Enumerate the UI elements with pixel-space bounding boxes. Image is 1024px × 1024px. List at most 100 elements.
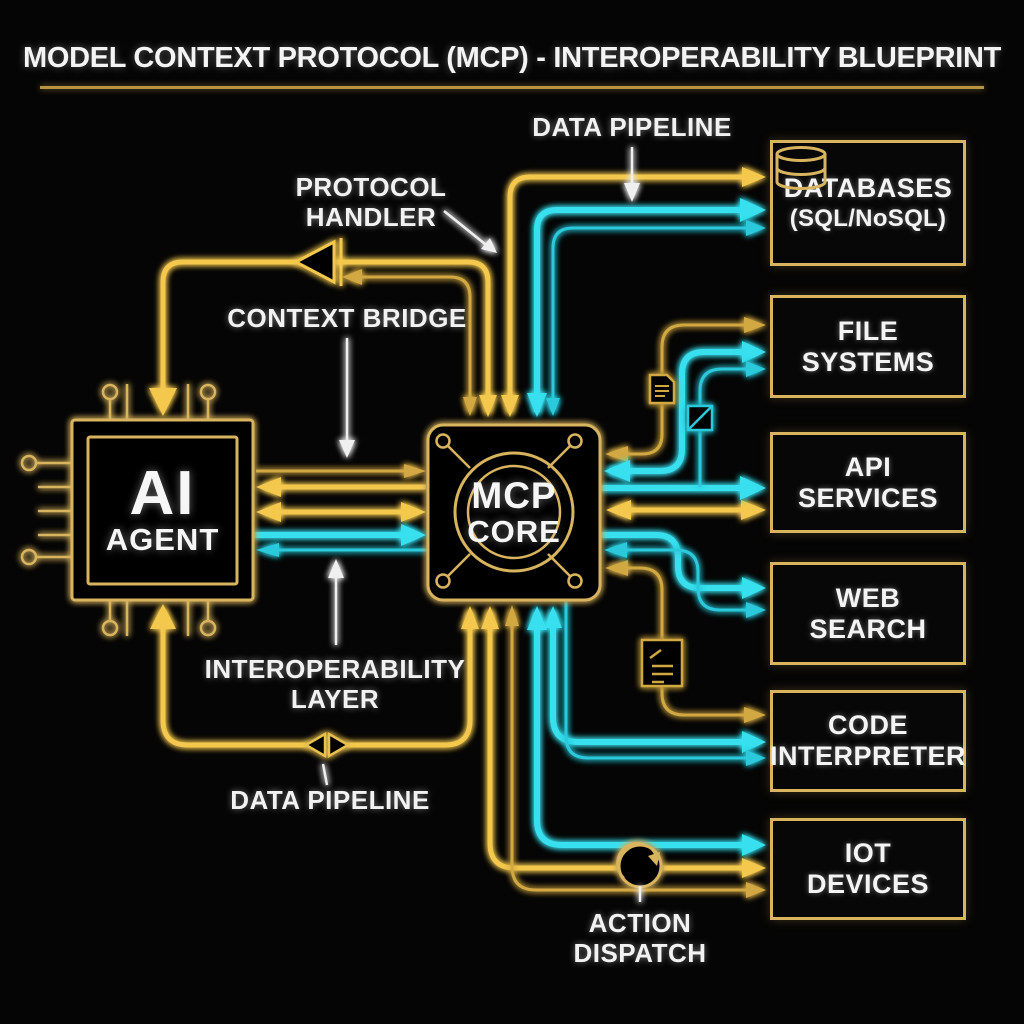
component-icon (686, 404, 714, 432)
arrow-down-icon (463, 397, 477, 416)
arrow-up-icon (328, 559, 344, 578)
white-arrowheads (328, 183, 640, 578)
label-line: DISPATCH (573, 938, 707, 968)
arrow-right-icon (742, 731, 766, 753)
cyan-thick-wires (253, 207, 750, 848)
arrow-right-icon (746, 220, 766, 236)
node-web-search: WEB SEARCH (770, 562, 966, 665)
arrow-left-icon (604, 460, 630, 482)
iot-gold-thin-wire (510, 610, 752, 892)
code-cyan-thin-wire (564, 601, 752, 760)
mcp-inner-ring (466, 464, 562, 560)
label-line: INTEROPERABILITY (204, 654, 466, 684)
chip-pins-top (101, 383, 217, 420)
arrow-right-icon (401, 524, 426, 546)
label-context-bridge: CONTEXT BRIDGE (227, 303, 467, 333)
arrow-right-icon (742, 858, 766, 878)
node-label: SEARCH (809, 613, 927, 644)
node-label: FILE (837, 315, 899, 346)
cyan-arrowheads (401, 198, 766, 856)
arrow-right-icon (742, 341, 766, 363)
arrow-up-icon (505, 605, 519, 626)
label-data-pipeline-bottom: DATA PIPELINE (230, 785, 430, 815)
arrow-up-icon (527, 606, 547, 630)
arrow-down-icon (149, 388, 177, 416)
web-upper-cyan-wire (600, 532, 750, 591)
arrow-right-icon (742, 834, 766, 856)
code-cyan-wire (550, 612, 750, 745)
node-file-systems: FILE SYSTEMS (770, 295, 966, 398)
node-label: API (844, 451, 892, 482)
arrow-up-icon (544, 606, 562, 628)
node-label: DEVICES (806, 869, 930, 899)
arrow-left-icon (256, 502, 281, 522)
gold-thin-wires (256, 275, 752, 892)
mcp-corner-nodes (435, 433, 583, 589)
node-sublabel: (SQL/NoSQL) (789, 205, 947, 232)
rotate-dispatch-icon (616, 841, 663, 889)
arrow-right-icon (746, 750, 766, 766)
web-lower-cyan-wire (612, 548, 752, 612)
document-list-icon (640, 638, 684, 688)
arrow-right-icon (742, 167, 766, 187)
arrow-down-icon (546, 398, 560, 416)
arrow-right-icon (746, 882, 766, 898)
arrow-right-icon (741, 500, 766, 520)
arrow-right-icon (740, 476, 766, 500)
arrow-right-icon (404, 464, 426, 478)
node-databases: DATABASES (SQL/NoSQL) (770, 140, 966, 266)
arrow-diagonal-icon (481, 238, 497, 253)
arrow-right-icon (746, 361, 766, 377)
protocol-handler-pointer (443, 210, 486, 245)
chip-pins-bottom (101, 600, 217, 637)
databases-cyan-wire (534, 207, 750, 412)
label-interoperability-layer: INTEROPERABILITY LAYER (185, 654, 485, 714)
node-api-services: API SERVICES (770, 432, 966, 533)
protocol-handler-wire (352, 275, 472, 412)
arrow-left-icon (604, 542, 627, 558)
arrow-down-icon (501, 395, 519, 417)
mcp-frame (426, 423, 602, 602)
triangle-valve-icon (292, 238, 343, 286)
label-data-pipeline-top: DATA PIPELINE (532, 112, 732, 142)
chip-inner-frame (86, 435, 239, 586)
annotation-pointers (321, 147, 642, 902)
arrow-right-icon (401, 502, 426, 522)
node-label: WEB (835, 582, 901, 613)
databases-cyan-thin-wire (551, 226, 752, 412)
arrow-down-icon (339, 440, 355, 458)
label-protocol-handler: PROTOCOL HANDLER (221, 172, 521, 232)
mcp-outer-ring (453, 451, 575, 573)
gold-thin-arrowheads (342, 269, 766, 898)
label-line: HANDLER (305, 202, 437, 232)
node-label: SYSTEMS (801, 346, 935, 377)
arrow-left-icon (605, 446, 628, 462)
arrow-right-icon (740, 198, 766, 222)
node-ai-agent: AI AGENT (88, 437, 237, 584)
arrow-right-icon (744, 707, 766, 723)
node-iot-devices: IOT DEVICES (770, 818, 966, 920)
arrow-left-icon (606, 500, 631, 520)
context-bridge-wire (160, 259, 491, 412)
arrow-up-icon (150, 604, 176, 629)
chip-pins-left (20, 454, 72, 566)
mcp-core-title: MCP (471, 475, 557, 516)
ai-agent-title: AI (129, 458, 196, 528)
arrow-left-icon (605, 560, 628, 576)
document-icon (648, 373, 676, 405)
gold-arrowheads (149, 167, 766, 878)
arrow-left-icon (342, 269, 362, 285)
arrow-up-icon (461, 606, 479, 629)
arrow-right-icon (744, 317, 766, 333)
bidirectional-valve-icon (303, 731, 351, 759)
label-line: ACTION (588, 908, 692, 938)
arrow-right-icon (742, 577, 766, 599)
node-mcp-core: MCP CORE (428, 425, 600, 600)
arrow-right-icon (746, 602, 766, 618)
node-label: SERVICES (797, 482, 939, 513)
mcp-core-subtitle: CORE (467, 514, 561, 549)
arrow-left-icon (256, 543, 279, 557)
node-label: CODE (827, 710, 908, 740)
